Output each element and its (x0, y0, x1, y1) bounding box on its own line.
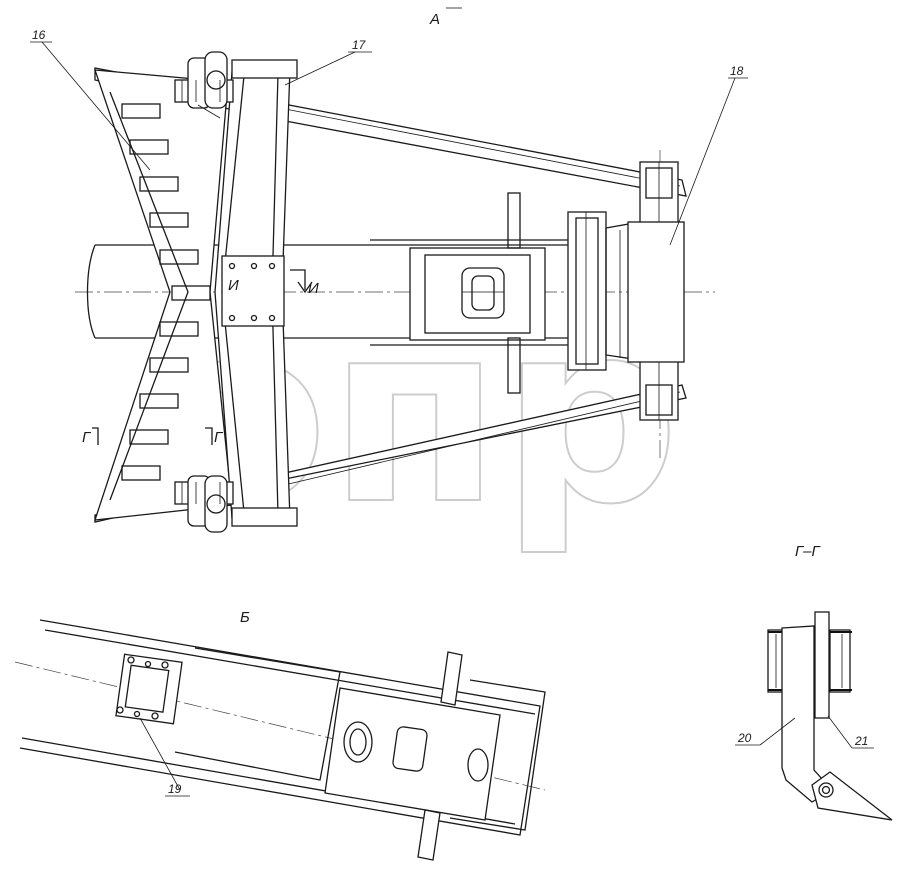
callout-label-21: 21 (854, 734, 868, 748)
section-label-i-left: И (228, 277, 239, 294)
callout-18: 18 (669, 64, 748, 246)
view-arrow-a: А (429, 7, 462, 28)
bolt-assembly-bottom (174, 475, 298, 533)
callout-label-17: 17 (352, 38, 367, 52)
hitch-plate (567, 211, 641, 371)
callout-label-19: 19 (168, 782, 182, 796)
section-label-i-right: И (308, 280, 319, 297)
callout-21: 21 (827, 715, 874, 749)
section-mark-i: И И (228, 269, 319, 297)
center-axis-b (14, 661, 546, 791)
blade-slots (121, 103, 211, 481)
callout-19: 19 (139, 717, 190, 797)
view-b-detail: Б (14, 609, 546, 861)
callout-16: 16 (30, 28, 151, 171)
pivot-post (627, 161, 685, 421)
main-beam (86, 192, 575, 394)
section-label-g-right: Г (214, 429, 224, 446)
callout-label-18: 18 (730, 64, 744, 78)
section-label-g-left: Г (82, 429, 92, 446)
section-mark-g: Г Г (82, 427, 224, 446)
callout-20: 20 (735, 717, 796, 746)
callout-17: 17 (284, 38, 372, 86)
cross-beam (214, 67, 291, 521)
view-label-b: Б (240, 609, 250, 626)
section-gg-detail: Г–Г (767, 543, 893, 821)
view-a-top: И И Г Г А (75, 7, 715, 533)
bolt-assembly-top (174, 51, 298, 119)
section-title-gg: Г–Г (795, 543, 822, 560)
callout-label-16: 16 (32, 28, 46, 42)
view-label-a: А (429, 11, 440, 28)
callout-label-20: 20 (737, 731, 752, 745)
